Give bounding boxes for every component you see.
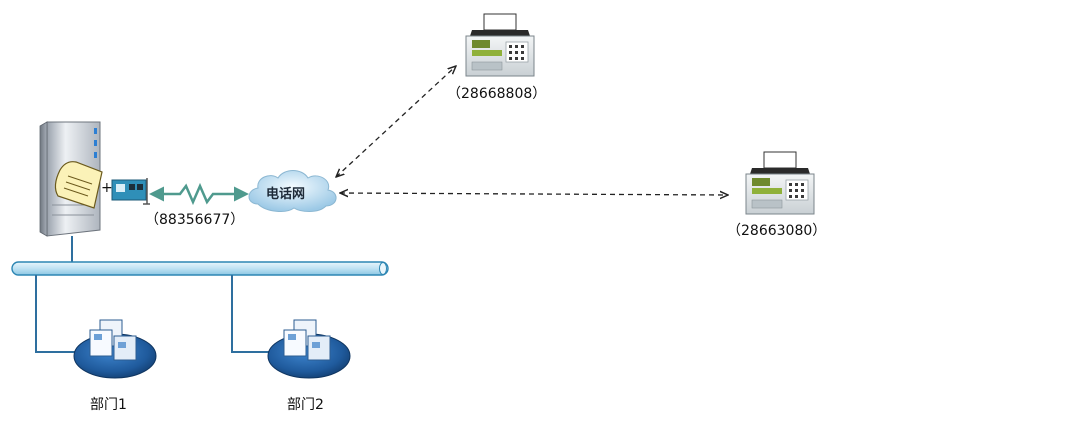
zigzag-link-icon: [149, 182, 249, 206]
dashed-link-right-fax: [340, 193, 728, 195]
dashed-link-top-fax: [336, 66, 456, 177]
plus-symbol: +: [101, 180, 113, 196]
dept1-label: 部门1: [90, 397, 127, 413]
department-node-icon: [73, 319, 157, 379]
dept1-connector: [35, 275, 78, 353]
fax-machine-icon: [745, 151, 815, 215]
fax-machine-icon: [465, 13, 535, 77]
fax-top-number: （28668808）: [447, 86, 546, 102]
dept2-label: 部门2: [287, 397, 324, 413]
paper-document-icon: [54, 161, 103, 209]
fax-right-number: （28663080）: [727, 223, 826, 239]
department-node-icon: [267, 319, 351, 379]
cloud-icon: [248, 170, 337, 212]
modem-card-icon: [111, 178, 150, 205]
server-phone-number: （88356677）: [145, 212, 244, 228]
cloud-label: 电话网: [266, 186, 305, 202]
dept2-connector: [231, 275, 272, 353]
network-bus: [11, 261, 389, 276]
